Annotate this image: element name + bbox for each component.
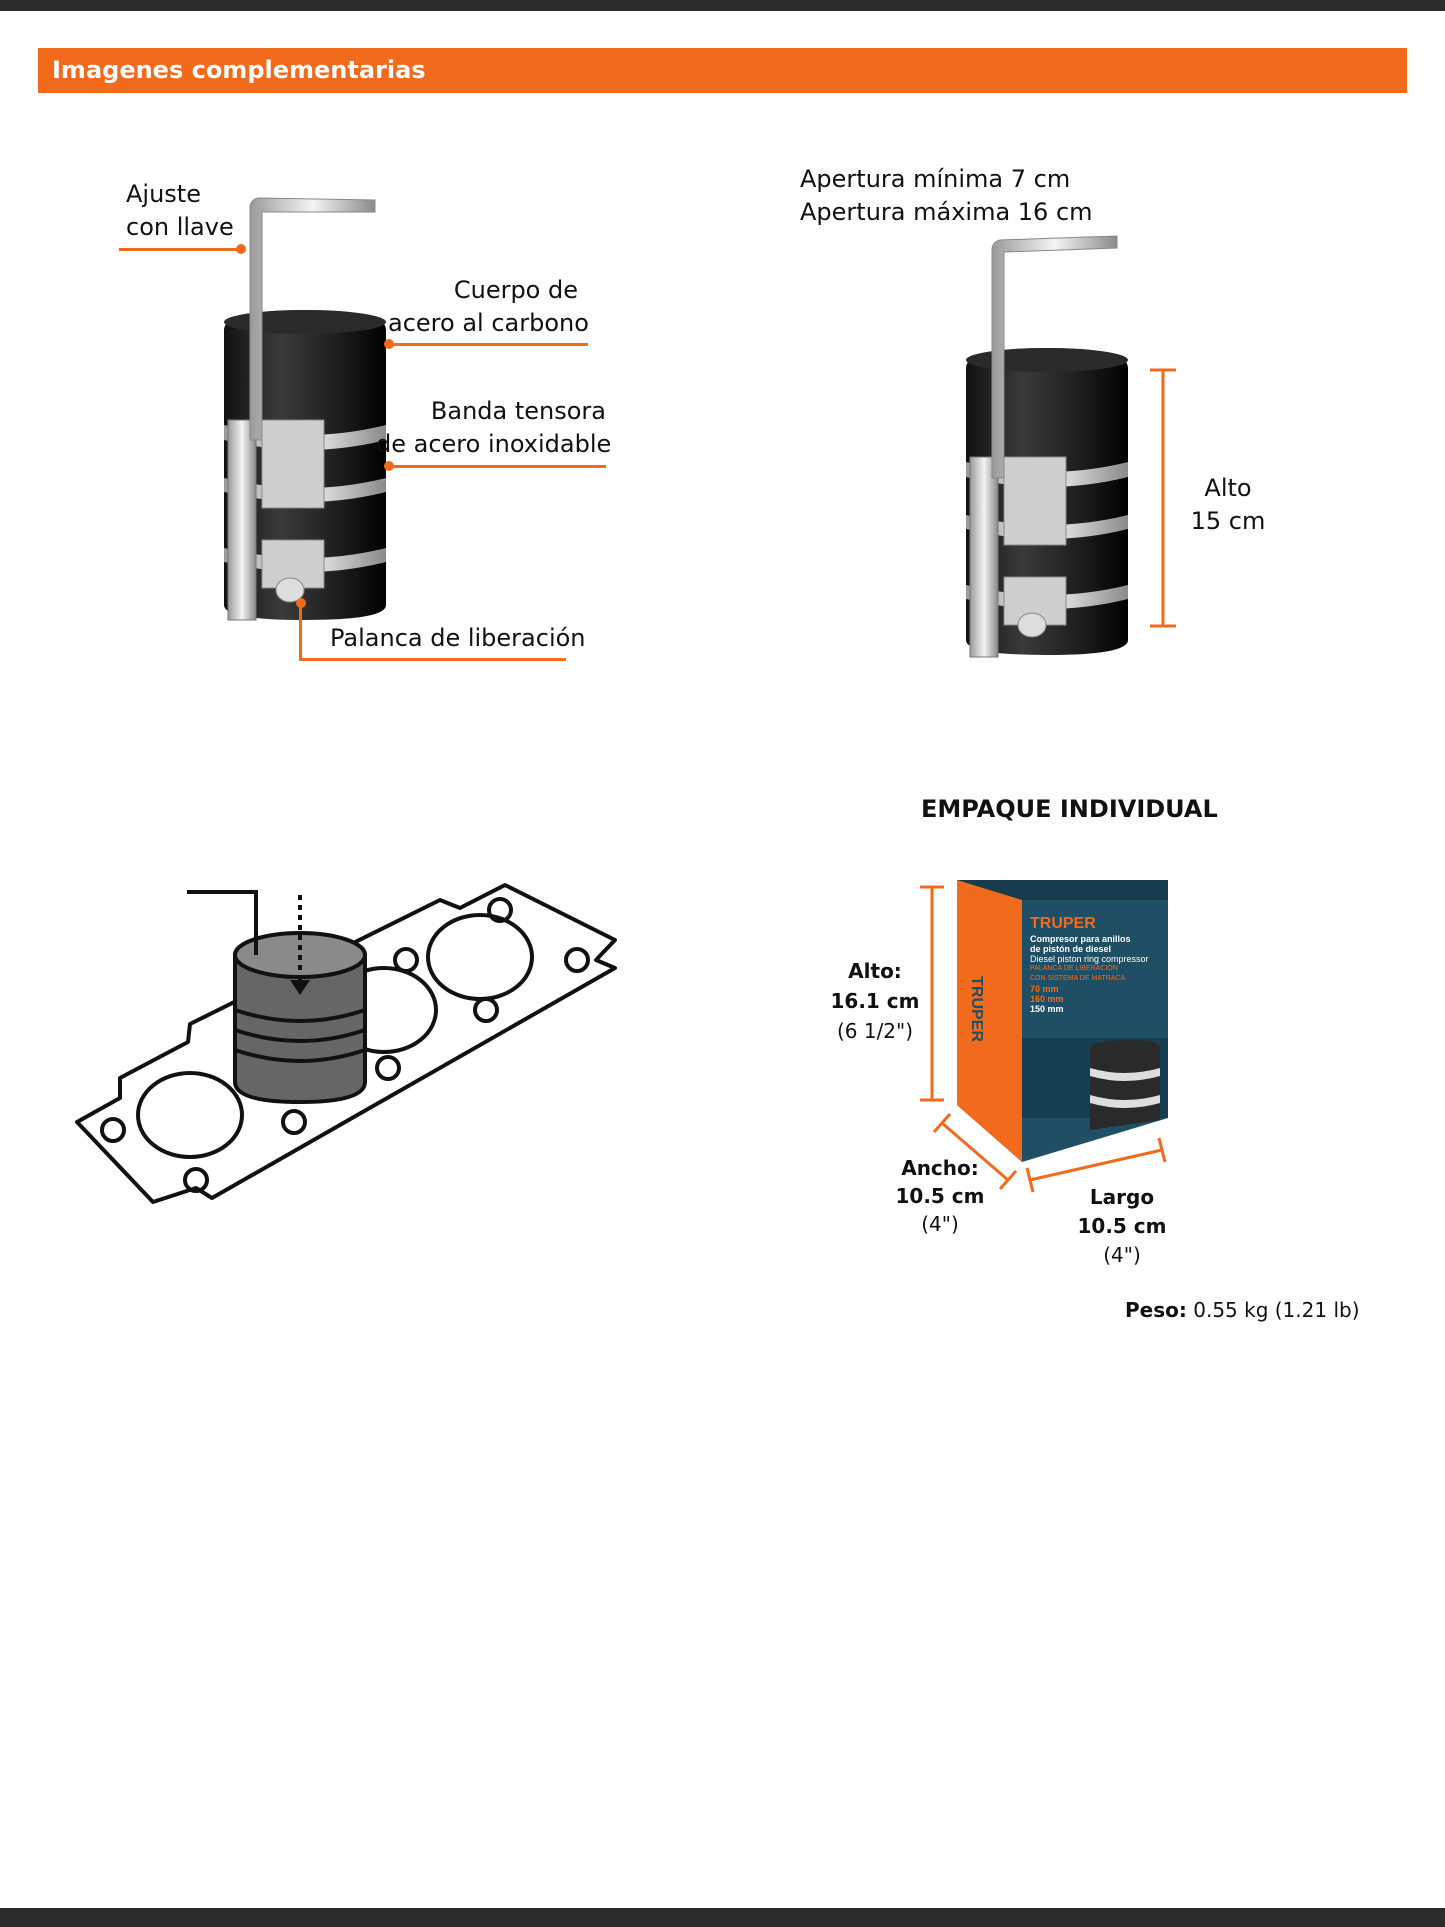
- bottom-bar: [0, 1908, 1445, 1927]
- band-callout-line: [388, 465, 606, 468]
- lever-callout-line: [299, 658, 566, 661]
- body-callout-dot: [384, 339, 394, 349]
- top-bar: [0, 0, 1445, 11]
- package-length-label: Largo 10.5 cm (4"): [1077, 1185, 1167, 1267]
- wrench-callout-line: [119, 248, 241, 251]
- package-box-print: TRUPER Compresor para anillos de pistón …: [1030, 915, 1149, 1014]
- package-weight: Peso: 0.55 kg (1.21 lb): [1125, 1298, 1360, 1322]
- lever-callout-dot: [296, 598, 306, 608]
- lever-label: Palanca de liberación: [330, 624, 586, 652]
- package-height-label: Alto: 16.1 cm (6 1/2"): [830, 959, 920, 1043]
- section-header: Imagenes complementarias: [38, 48, 1407, 93]
- band-callout-dot: [384, 461, 394, 471]
- package-box-brand-side: TRUPER: [967, 976, 985, 1042]
- body-callout-line: [388, 343, 588, 346]
- package-width-label: Ancho: 10.5 cm (4"): [895, 1156, 985, 1236]
- package-title: EMPAQUE INDIVIDUAL: [921, 795, 1218, 823]
- wrench-callout-dot: [236, 244, 246, 254]
- lever-callout-vline: [299, 606, 302, 661]
